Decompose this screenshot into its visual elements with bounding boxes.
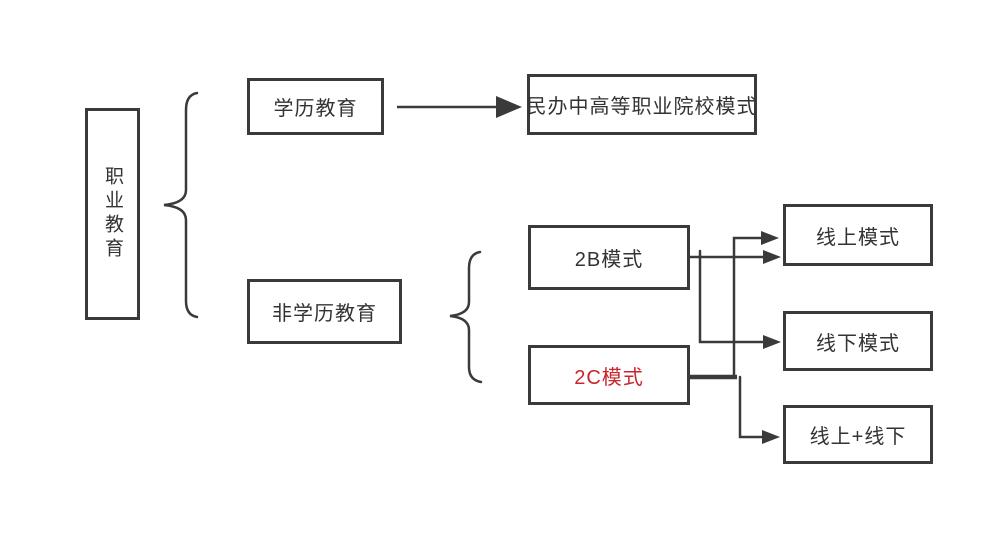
arrow-b2b-to-offline [698,249,781,349]
node-2c-model: 2C模式 [528,345,690,405]
node-private-vocational-college-model: 民办中高等职业院校模式 [527,74,757,135]
node-vocational-education: 职业教育 [85,108,140,320]
node-2b-model: 2B模式 [528,225,690,290]
node-online-plus-offline: 线上+线下 [783,405,933,464]
arrow-b2c-to-online [732,231,779,379]
arrow-b2c-to-online-offline [738,375,780,444]
arrow-b2b-to-online [690,250,781,264]
arrow-degree-to-private-college [397,96,522,118]
node-degree-education: 学历教育 [247,78,384,135]
node-non-degree-education: 非学历教育 [247,279,402,344]
brace-root [163,91,199,319]
node-offline-model: 线下模式 [783,311,933,371]
node-online-model: 线上模式 [783,204,933,266]
brace-non-degree [449,250,483,384]
